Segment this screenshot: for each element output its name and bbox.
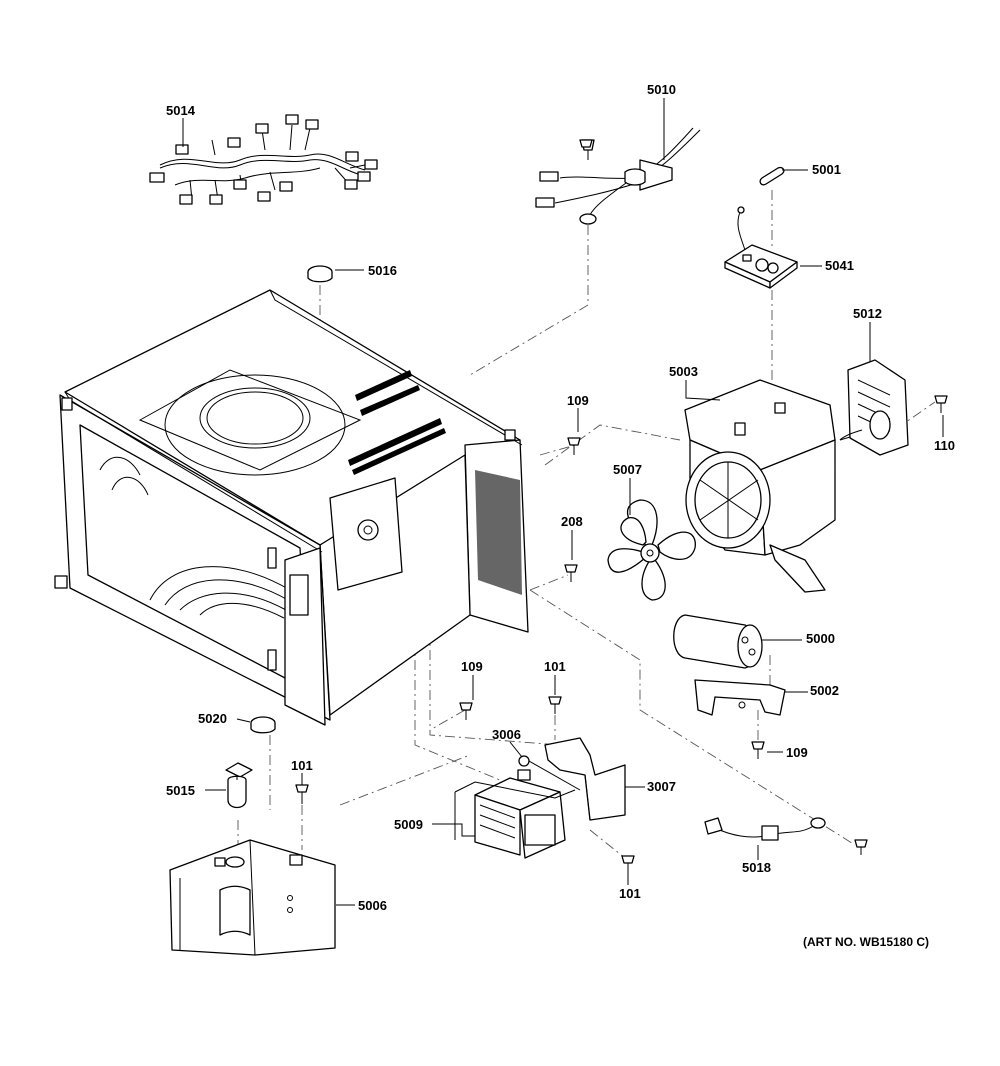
- stirrer-bracket-3006: [518, 755, 581, 791]
- wire-assembly-5018: [704, 817, 826, 841]
- capacitor-5000: [673, 614, 763, 669]
- screws: [295, 139, 948, 875]
- duct-5003: [684, 379, 881, 593]
- lamp-socket-5015: [225, 762, 253, 809]
- label-3006: 3006: [492, 727, 521, 742]
- screw-101-upper: [548, 696, 562, 714]
- label-5006: 5006: [358, 898, 387, 913]
- thermostat-5020: [250, 716, 276, 734]
- part-number-labels: 5014 5010 5001 5041 5016 5012 5003 109 1…: [166, 82, 955, 913]
- fan-motor-5012: [839, 359, 909, 456]
- label-5010: 5010: [647, 82, 676, 97]
- label-101-left: 101: [291, 758, 313, 773]
- label-5000: 5000: [806, 631, 835, 646]
- wire-harness-5014: [149, 114, 378, 205]
- art-number: (ART NO. WB15180 C): [803, 935, 929, 949]
- label-101-bottom: 101: [619, 886, 641, 901]
- noise-filter-5041: [724, 206, 798, 289]
- screw-109-middle: [459, 702, 473, 720]
- label-208: 208: [561, 514, 583, 529]
- label-5020: 5020: [198, 711, 227, 726]
- label-101-upper: 101: [544, 659, 566, 674]
- leader-lines: [182, 98, 944, 906]
- fan-blade-5007: [607, 499, 696, 601]
- label-109-middle: 109: [461, 659, 483, 674]
- thermostat-5016: [307, 265, 333, 283]
- screw-109-top: [567, 437, 581, 455]
- label-5002: 5002: [810, 683, 839, 698]
- screw-101-bottom: [621, 855, 635, 875]
- screw-101-left: [295, 784, 309, 804]
- label-5015: 5015: [166, 783, 195, 798]
- vent-grilles: [348, 370, 522, 595]
- label-5016: 5016: [368, 263, 397, 278]
- screw-109-lower: [751, 741, 765, 759]
- base-housing-5006: [169, 839, 336, 956]
- screw-5010: [579, 139, 593, 148]
- oven-cavity: [54, 289, 529, 726]
- label-110: 110: [934, 438, 955, 453]
- screw-208: [564, 564, 578, 582]
- label-5018: 5018: [742, 860, 771, 875]
- label-109-lower: 109: [786, 745, 808, 760]
- label-5012: 5012: [853, 306, 882, 321]
- label-5009: 5009: [394, 817, 423, 832]
- label-109-top: 109: [567, 393, 589, 408]
- wire-assembly-5010: [535, 127, 701, 225]
- capacitor-bracket-5002: [694, 679, 786, 716]
- label-5001: 5001: [812, 162, 841, 177]
- label-5007: 5007: [613, 462, 642, 477]
- label-5003: 5003: [669, 364, 698, 379]
- screw-5018: [854, 839, 868, 855]
- label-5014: 5014: [166, 103, 196, 118]
- screw-110: [934, 395, 948, 413]
- label-3007: 3007: [647, 779, 676, 794]
- guide-bracket-3007: [544, 737, 626, 821]
- fuse-5001: [759, 166, 785, 186]
- magnetron-5009: [454, 769, 576, 859]
- label-5041: 5041: [825, 258, 854, 273]
